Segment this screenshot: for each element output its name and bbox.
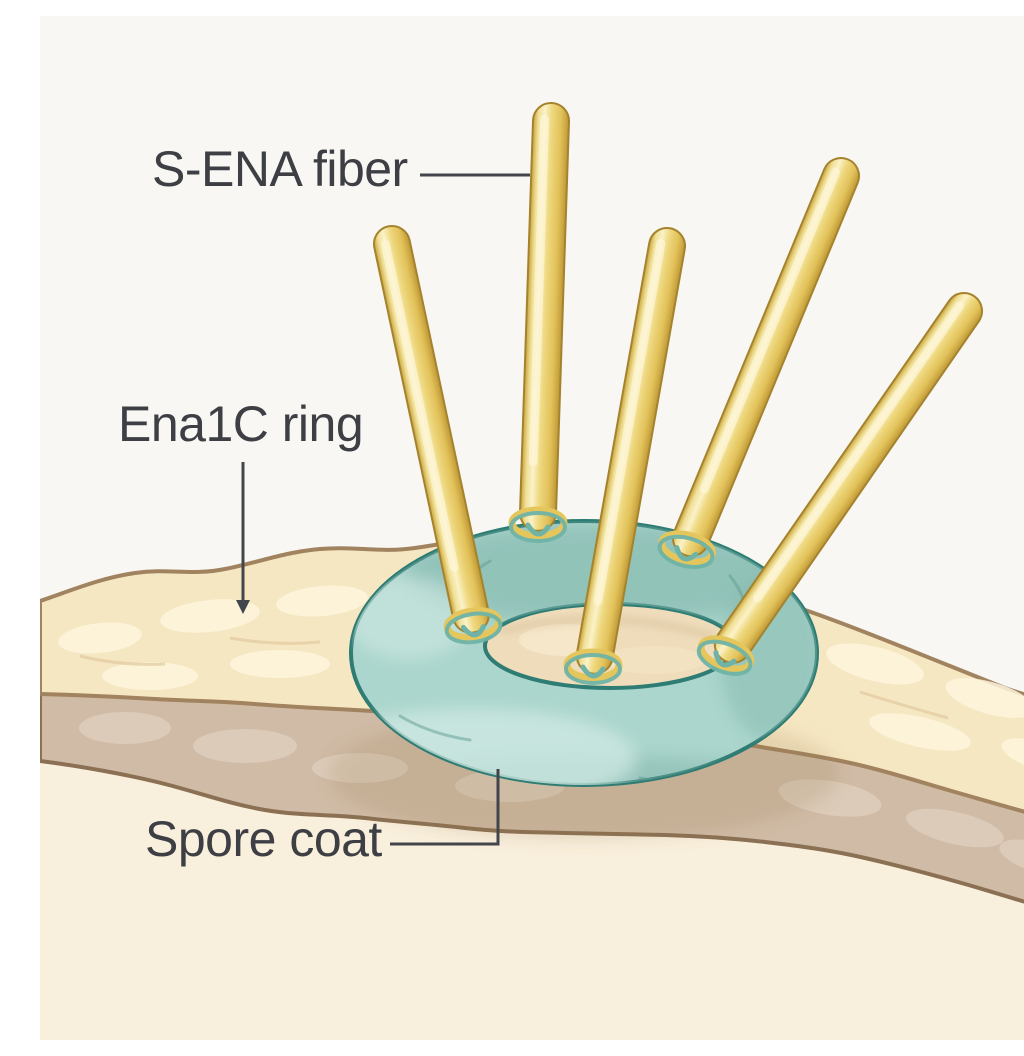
fiber-collars [443,506,755,685]
s-ena-fiber-4 [671,157,860,558]
coat-outer-texture [58,585,1024,774]
s-ena-fibers [373,102,983,675]
leader-lines [241,173,530,846]
fiber-collar-2 [508,506,568,543]
s-ena-fiber-5 [713,292,983,664]
fiber-collar-3 [563,648,623,685]
spore-diagram: S-ENA fiber Ena1C ring Spore coat [40,16,1024,1040]
fiber-collar-5 [696,635,755,676]
fiber-collar-1 [443,607,503,645]
s-ena-fiber-2 [519,102,570,532]
fiber-collar-4 [657,530,716,569]
coat-leader-line [390,769,500,846]
s-ena-fiber-label: S-ENA fiber [152,141,408,197]
coat-outer-creases [79,636,949,720]
spore-coat-label: Spore coat [145,811,382,867]
illustration [40,16,1024,1040]
ring-leader-arrowhead [236,600,250,614]
s-ena-fiber-1 [373,225,490,634]
ena1c-ring-label: Ena1C ring [118,396,364,452]
